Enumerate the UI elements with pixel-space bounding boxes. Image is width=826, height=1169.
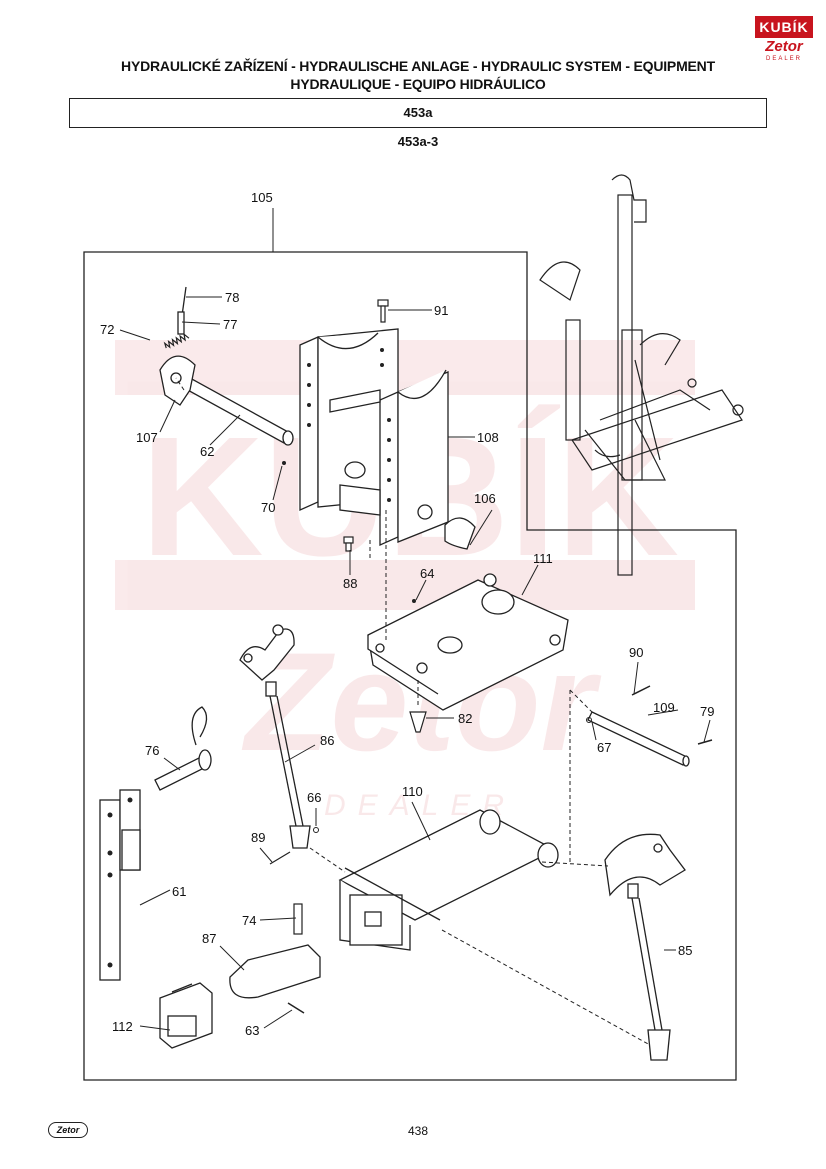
title-line-2: HYDRAULIQUE - EQUIPO HIDRÁULICO <box>290 76 546 92</box>
part-110-lower-frame <box>338 809 559 951</box>
callout-72: 72 <box>100 322 114 337</box>
title-line-1: HYDRAULICKÉ ZAŘÍZENÍ - HYDRAULISCHE ANLA… <box>121 58 715 74</box>
callout-112: 112 <box>112 1019 133 1034</box>
part-106-bushing <box>444 517 476 550</box>
callout-90: 90 <box>629 645 643 660</box>
callout-108: 108 <box>477 430 499 445</box>
callout-70: 70 <box>261 500 275 515</box>
callout-88: 88 <box>343 576 357 591</box>
callout-78: 78 <box>225 290 239 305</box>
inset-assembly-illustration <box>539 174 744 576</box>
callout-109: 109 <box>653 700 675 715</box>
part-70-ball <box>282 461 286 465</box>
part-109-shaft <box>587 711 690 767</box>
part-108-bracket <box>299 328 449 547</box>
callout-79: 79 <box>700 704 714 719</box>
assembly-frame <box>83 251 737 1081</box>
callout-66: 66 <box>307 790 321 805</box>
page-number: 438 <box>407 1124 429 1138</box>
part-72-spring <box>163 332 190 349</box>
callout-87: 87 <box>202 931 216 946</box>
callout-85: 85 <box>678 943 692 958</box>
callout-106: 106 <box>474 491 496 506</box>
leader-lines <box>119 296 711 1031</box>
footer-zetor-logo: Zetor <box>48 1122 88 1138</box>
callout-82: 82 <box>458 711 472 726</box>
callout-86: 86 <box>320 733 334 748</box>
part-90-pin <box>631 685 651 696</box>
part-64-ball <box>412 599 416 603</box>
part-74-pin <box>293 903 303 935</box>
part-82-plug <box>409 711 427 733</box>
part-77-78-pin <box>177 286 187 335</box>
part-61-upright <box>99 789 141 981</box>
part-91-bolt <box>377 299 389 323</box>
callout-67: 67 <box>597 740 611 755</box>
callout-64: 64 <box>420 566 434 581</box>
part-88-bolt <box>343 536 354 552</box>
callout-107: 107 <box>136 430 158 445</box>
part-85-link <box>604 833 686 1061</box>
page-title: HYDRAULICKÉ ZAŘÍZENÍ - HYDRAULISCHE ANLA… <box>0 57 826 93</box>
figure-code: 453a-3 <box>397 134 439 149</box>
callout-74: 74 <box>242 913 256 928</box>
part-79-pin <box>697 739 713 745</box>
part-107-lever-hub <box>159 355 196 406</box>
kubik-zetor-logo: KUBÍK Zetor DEALER <box>755 16 813 70</box>
part-63-pin <box>287 1002 305 1014</box>
callout-62: 62 <box>200 444 214 459</box>
callout-110: 110 <box>402 784 423 799</box>
section-code-box: 453a <box>69 98 767 128</box>
part-76-pin <box>154 706 212 791</box>
part-89-pin <box>269 851 291 865</box>
part-86-link <box>239 624 311 849</box>
assembly-dashed-lines <box>175 377 651 1046</box>
logo-kubik-text: KUBÍK <box>755 16 813 38</box>
part-66-clip <box>313 827 319 833</box>
part-112-clamp <box>159 982 213 1049</box>
bracket-holes <box>307 348 391 502</box>
logo-dealer-text: DEALER <box>765 56 802 62</box>
callout-61: 61 <box>172 884 186 899</box>
logo-zetor-text: Zetor <box>765 38 803 55</box>
callout-63: 63 <box>245 1023 259 1038</box>
part-87-hook <box>229 944 321 999</box>
part-111-plate <box>367 573 569 711</box>
callout-105: 105 <box>251 190 273 205</box>
callout-111: 111 <box>533 551 553 566</box>
callout-91: 91 <box>434 303 448 318</box>
upright-holes <box>107 797 133 968</box>
callout-76: 76 <box>145 743 159 758</box>
callout-77: 77 <box>223 317 237 332</box>
part-67-clip <box>586 717 592 723</box>
callout-89: 89 <box>251 830 265 845</box>
callout-labels: 105 78 72 77 91 107 62 108 70 106 88 64 … <box>100 190 714 1038</box>
